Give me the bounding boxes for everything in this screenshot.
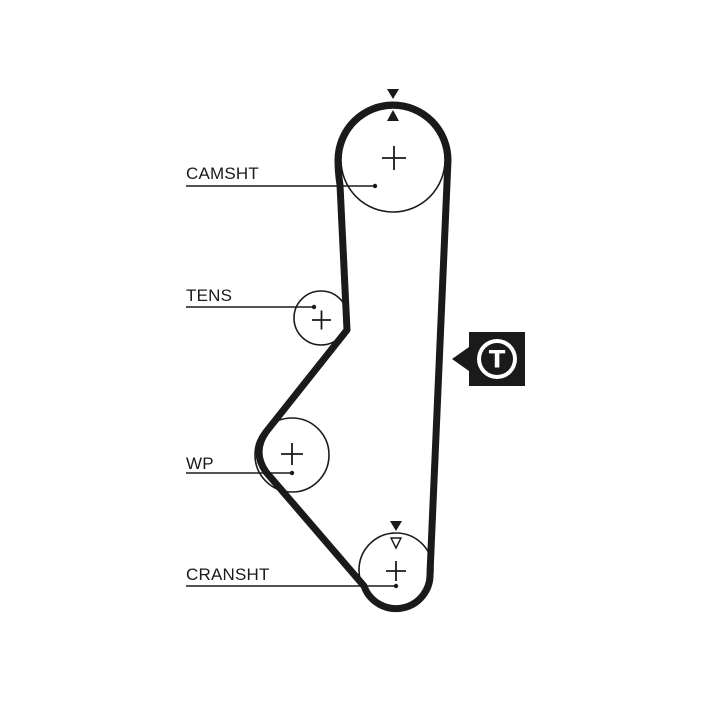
camshaft-label: CAMSHT xyxy=(186,164,259,183)
water-pump-pulley xyxy=(254,417,330,493)
tensioner-center-cross xyxy=(312,310,331,330)
camshaft-timing-mark-down xyxy=(387,89,399,99)
tension-letter: T xyxy=(489,346,506,374)
pulley-centers xyxy=(281,146,406,581)
camshaft-timing-mark-up xyxy=(387,110,399,121)
crankshaft-center-cross xyxy=(386,561,406,581)
crankshaft-timing-mark-down xyxy=(390,521,402,531)
triangle-pair-icon xyxy=(387,89,399,121)
camshaft-center-cross xyxy=(382,146,406,170)
leader-lines xyxy=(186,183,399,589)
triangle-pair-icon xyxy=(389,521,403,550)
water-pump-label: WP xyxy=(186,454,214,473)
camshaft-pulley xyxy=(340,107,446,213)
pulleys xyxy=(254,107,446,608)
water-pump-center-cross xyxy=(281,443,303,465)
timing-belt xyxy=(255,101,452,613)
tension-t-icon: T xyxy=(452,332,525,386)
crankshaft-label: CRANSHT xyxy=(186,565,270,584)
tensioner-label: TENS xyxy=(186,286,233,305)
crankshaft-timing-mark-outline xyxy=(389,537,403,550)
